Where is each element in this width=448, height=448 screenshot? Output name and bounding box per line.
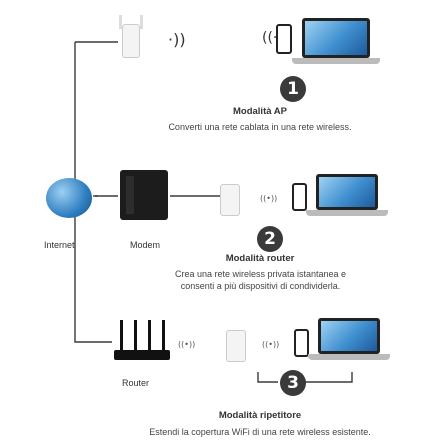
mode-number-badge: 1 <box>280 76 306 102</box>
wifi-signal-icon: ((· <box>262 30 278 46</box>
mode-description: Crea una rete wireless privata istantane… <box>174 269 347 279</box>
phone-icon <box>294 329 309 357</box>
internet-label: Internet <box>44 240 75 250</box>
modem-icon <box>120 170 168 220</box>
mode-title: Modalità router <box>225 253 295 264</box>
mode-description: Estendi la copertura WiFi di una rete wi… <box>149 427 371 437</box>
modem-label: Modem <box>130 240 161 250</box>
globe-icon <box>46 178 92 218</box>
wifi-signal-icon: ((•)) <box>260 194 278 203</box>
router-label: Router <box>122 378 150 388</box>
laptop-icon <box>308 318 392 364</box>
phone-icon <box>292 183 307 211</box>
extender-device-repeater <box>226 330 246 362</box>
laptop-icon <box>292 18 382 70</box>
extender-device-ap <box>119 15 143 58</box>
wifi-signal-icon: ·)) <box>168 30 186 49</box>
extender-device-router <box>220 184 240 216</box>
mode-number-badge: 2 <box>257 226 283 252</box>
wifi-signal-icon: ((•)) <box>178 340 196 349</box>
laptop-icon <box>306 174 390 220</box>
mode-number-badge: 3 <box>280 370 306 396</box>
mode-title: Modalità AP <box>232 106 287 117</box>
mode-description: consenti a più dispositivi di condivider… <box>180 281 341 291</box>
router-icon <box>112 320 172 364</box>
mode-description: Converti una rete cablata in una rete wi… <box>168 122 352 132</box>
mode-title: Modalità ripetitore <box>218 410 302 421</box>
wifi-signal-icon: ((•)) <box>262 340 280 349</box>
phone-icon <box>276 24 292 54</box>
